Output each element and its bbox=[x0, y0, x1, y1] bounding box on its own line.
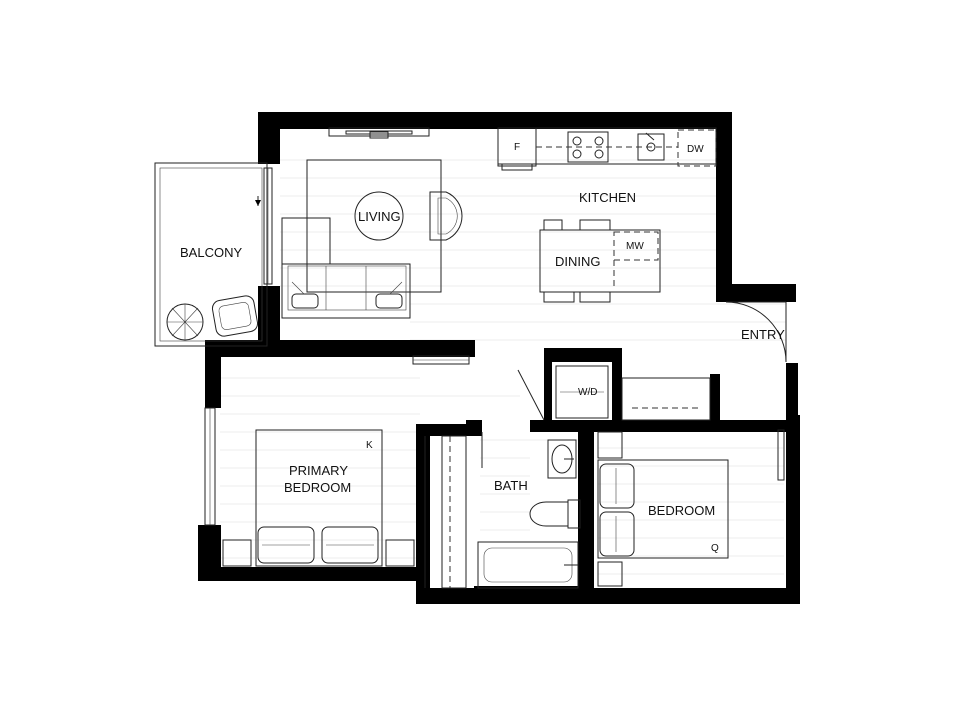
balcony bbox=[154, 162, 273, 347]
appliance-label-microwave: MW bbox=[626, 241, 644, 252]
room-label-living: LIVING bbox=[358, 209, 401, 224]
kitchen bbox=[497, 127, 717, 303]
room-label-bath: BATH bbox=[494, 478, 528, 493]
walls bbox=[198, 112, 800, 604]
room-label-kitchen: KITCHEN bbox=[579, 190, 636, 205]
appliance-label-washer-dryer: W/D bbox=[578, 387, 597, 398]
room-label-bedroom: BEDROOM bbox=[648, 503, 715, 518]
appliance-label-fridge: F bbox=[514, 142, 520, 153]
room-label-primary-bedroom-line1: PRIMARY bbox=[289, 463, 348, 478]
primary-bedroom bbox=[204, 355, 470, 589]
room-label-balcony: BALCONY bbox=[180, 245, 242, 260]
laundry-closet bbox=[555, 365, 711, 421]
living-room bbox=[281, 127, 463, 319]
room-label-primary-bedroom-line2: BEDROOM bbox=[284, 480, 351, 495]
appliance-label-dishwasher: DW bbox=[687, 144, 704, 155]
bedroom bbox=[597, 429, 785, 587]
bathroom bbox=[477, 369, 581, 589]
bed-size-label-secondary: Q bbox=[711, 543, 719, 554]
bed-size-label-primary: K bbox=[366, 440, 373, 451]
room-label-entry: ENTRY bbox=[741, 327, 785, 342]
room-label-dining: DINING bbox=[555, 254, 601, 269]
entry-door bbox=[725, 301, 787, 363]
